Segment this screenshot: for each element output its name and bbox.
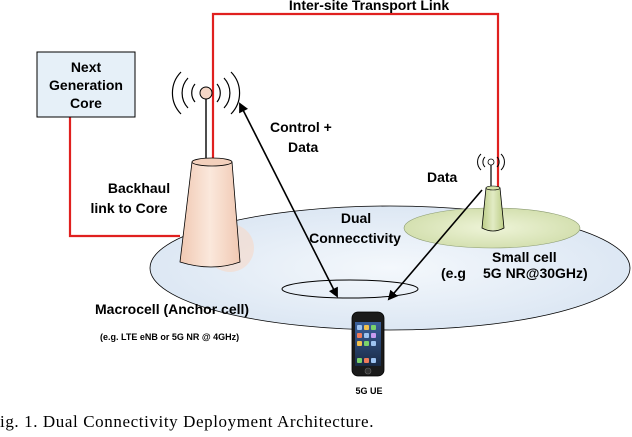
macrocell-detail: (e.g. LTE eNB or 5G NR @ 4GHz): [100, 332, 239, 342]
next-generation-core-box: [36, 51, 136, 118]
control-data-label-line1: Control +: [270, 119, 332, 135]
dual-label-line2: Connecctivity: [309, 230, 401, 246]
small-cell-frequency: 5G NR@30GHz): [483, 265, 588, 281]
backhaul-label-line2: link to Core: [90, 200, 167, 216]
backhaul-link: [68, 113, 180, 238]
small-cell-tower: [481, 158, 505, 232]
small-cell-label: Small cell: [492, 249, 557, 265]
backhaul-label-line1: Backhaul: [108, 180, 170, 196]
core-label-line1: Next: [71, 59, 102, 75]
antenna-waves-icon: [477, 153, 505, 171]
data-label: Data: [427, 169, 458, 185]
control-data-label-line2: Data: [288, 139, 319, 155]
transport-link-label: Inter-site Transport Link: [289, 0, 449, 13]
figure-caption: ig. 1. Dual Connectivity Deployment Arch…: [0, 412, 374, 431]
core-label-line2: Generation: [49, 77, 123, 93]
ue-label: 5G UE: [355, 386, 382, 396]
control-data-arrow: [239, 102, 338, 298]
inter-site-transport-link: [211, 12, 500, 188]
data-arrow: [387, 189, 483, 301]
dual-label-line1: Dual: [341, 210, 371, 226]
macrocell-title: Macrocell (Anchor cell): [95, 301, 249, 317]
small-cell-prefix: (e.g: [441, 265, 466, 281]
antenna-waves-icon: [171, 71, 241, 115]
phone-icon: [351, 311, 385, 377]
core-label-line3: Core: [70, 95, 102, 111]
macrocell-tower: [179, 86, 254, 272]
